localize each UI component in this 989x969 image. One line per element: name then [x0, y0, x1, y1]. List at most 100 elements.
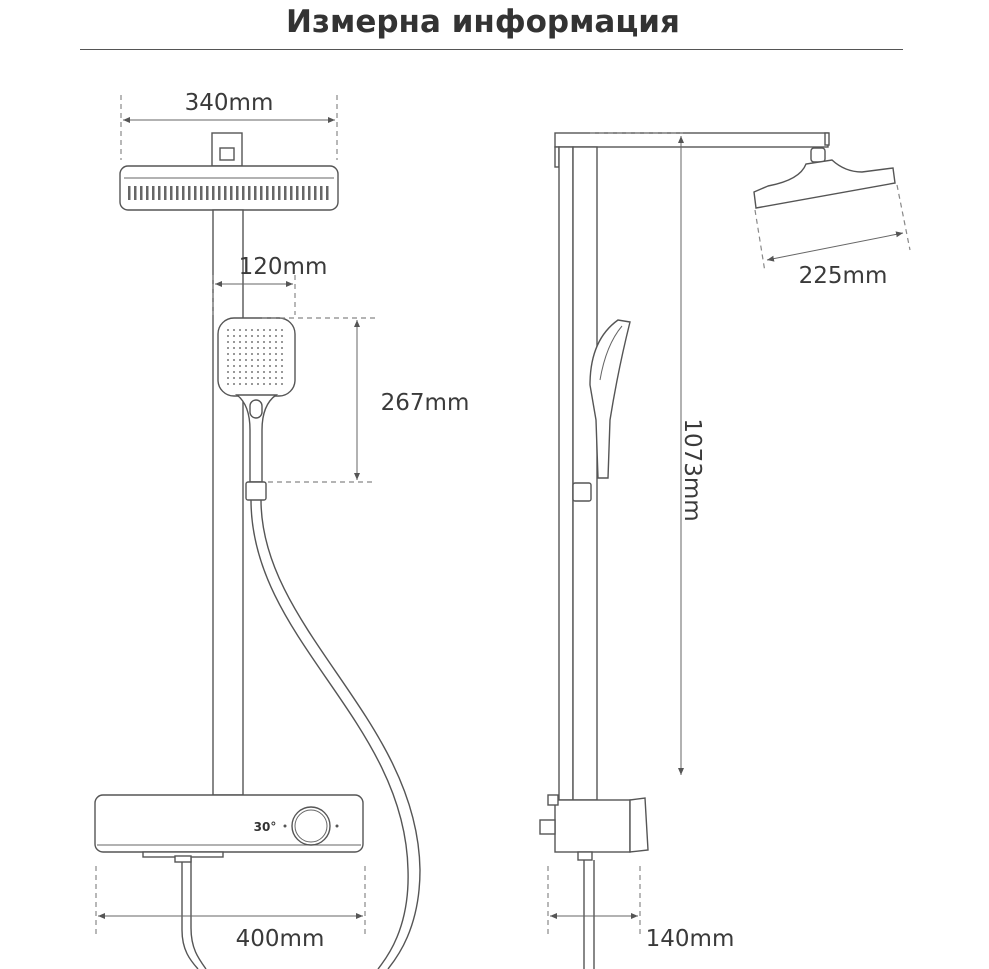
- spray-hole: [269, 377, 271, 379]
- spray-hole: [263, 371, 265, 373]
- spray-hole: [245, 329, 247, 331]
- dim-head-depth: 225mm: [754, 184, 911, 289]
- spray-hole: [281, 353, 283, 355]
- nozzle: [236, 186, 239, 200]
- spray-hole: [275, 353, 277, 355]
- spray-hole: [263, 365, 265, 367]
- spray-hole: [275, 347, 277, 349]
- hand-shower: [217, 317, 296, 501]
- nozzle: [260, 186, 263, 200]
- spray-hole: [227, 383, 229, 385]
- spray-hole: [281, 359, 283, 361]
- spray-hole: [245, 377, 247, 379]
- nozzle: [158, 186, 161, 200]
- spray-hole: [257, 359, 259, 361]
- page-title: Измерна информация: [286, 4, 680, 40]
- spray-hole: [251, 335, 253, 337]
- nozzle: [182, 186, 185, 200]
- nozzle: [248, 186, 251, 200]
- spray-hole: [269, 335, 271, 337]
- spray-hole: [239, 371, 241, 373]
- spray-hole: [263, 359, 265, 361]
- spray-hole: [275, 341, 277, 343]
- spray-hole: [227, 341, 229, 343]
- spray-hole: [281, 329, 283, 331]
- nozzle: [254, 186, 257, 200]
- rain-shower-head: [119, 132, 339, 211]
- spray-hole: [239, 335, 241, 337]
- spray-hole: [281, 341, 283, 343]
- spray-hole: [227, 353, 229, 355]
- front-view: 340mm 120mm 267mm: [94, 90, 470, 969]
- spray-hole: [257, 377, 259, 379]
- spray-hole: [233, 377, 235, 379]
- spray-hole: [233, 365, 235, 367]
- nozzle: [128, 186, 131, 200]
- spray-hole: [245, 371, 247, 373]
- dim-control-depth: 140mm: [547, 866, 735, 952]
- label-1073mm: 1073mm: [679, 418, 705, 521]
- dim-control-width: 400mm: [95, 866, 366, 952]
- nozzle: [170, 186, 173, 200]
- nozzle: [320, 186, 323, 200]
- spray-hole: [275, 377, 277, 379]
- label-140mm: 140mm: [646, 926, 735, 952]
- nozzle: [230, 186, 233, 200]
- spray-hole: [251, 341, 253, 343]
- spray-hole: [275, 359, 277, 361]
- spray-hole: [275, 383, 277, 385]
- label-340mm: 340mm: [185, 90, 274, 116]
- top-arm: [554, 132, 829, 148]
- nozzle: [272, 186, 275, 200]
- spray-hole: [239, 353, 241, 355]
- spray-hole: [233, 383, 235, 385]
- spray-hole: [239, 365, 241, 367]
- spray-hole: [263, 383, 265, 385]
- spray-hole: [245, 341, 247, 343]
- spray-hole: [233, 359, 235, 361]
- spray-hole: [263, 335, 265, 337]
- spray-hole: [257, 335, 259, 337]
- nozzle: [224, 186, 227, 200]
- spray-hole: [233, 347, 235, 349]
- spray-hole: [227, 377, 229, 379]
- nozzle: [284, 186, 287, 200]
- spray-hole: [239, 377, 241, 379]
- nozzle: [278, 186, 281, 200]
- spray-hole: [269, 329, 271, 331]
- spray-hole: [269, 347, 271, 349]
- spray-hole: [269, 341, 271, 343]
- spray-hole: [227, 365, 229, 367]
- nozzle: [242, 186, 245, 200]
- nozzle: [140, 186, 143, 200]
- label-400mm: 400mm: [236, 926, 325, 952]
- spray-hole: [251, 383, 253, 385]
- spray-hole: [233, 335, 235, 337]
- hose: [250, 499, 421, 969]
- spray-hole: [245, 353, 247, 355]
- spray-hole: [251, 377, 253, 379]
- spray-hole: [245, 359, 247, 361]
- control-panel: 30°: [94, 794, 364, 863]
- spray-hole: [251, 347, 253, 349]
- spray-hole: [263, 341, 265, 343]
- spray-hole: [281, 371, 283, 373]
- nozzle: [218, 186, 221, 200]
- spray-hole: [257, 347, 259, 349]
- spray-hole: [239, 347, 241, 349]
- spray-hole: [275, 335, 277, 337]
- spray-hole: [281, 347, 283, 349]
- spray-hole: [281, 383, 283, 385]
- spray-hole: [263, 329, 265, 331]
- spray-hole: [227, 335, 229, 337]
- spray-hole: [227, 347, 229, 349]
- spray-hole: [239, 359, 241, 361]
- spray-hole: [227, 359, 229, 361]
- label-267mm: 267mm: [381, 390, 470, 416]
- side-control-box: [539, 794, 649, 969]
- spray-hole: [269, 383, 271, 385]
- spray-hole: [275, 365, 277, 367]
- spray-hole: [239, 329, 241, 331]
- nozzle: [206, 186, 209, 200]
